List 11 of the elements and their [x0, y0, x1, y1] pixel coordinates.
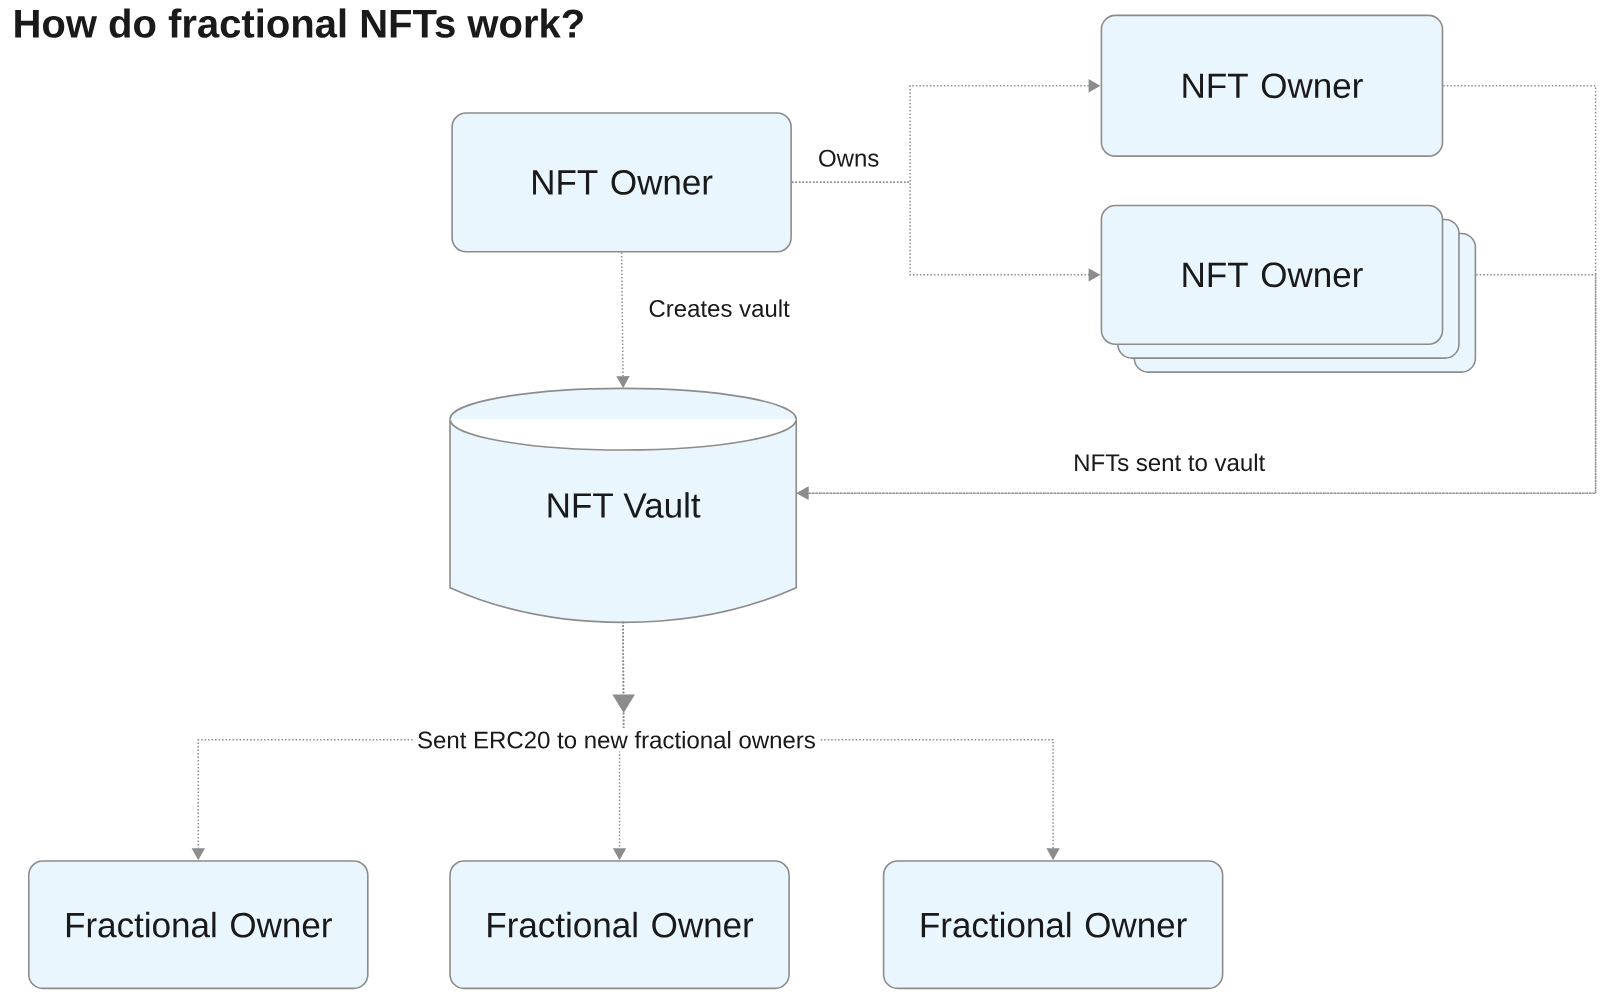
process-box: Fractional Owner	[882, 860, 1224, 990]
process-box: NFT Owner	[451, 112, 792, 253]
title: How do fractional NFTs work?	[15, 8, 583, 38]
edge-label: Sent ERC20 to new fractional owners	[414, 727, 819, 752]
edge-label: Owns	[819, 149, 879, 167]
process-box: NFT Owner	[1100, 14, 1444, 157]
stacked-boxes: NFT Owner	[1100, 204, 1477, 373]
process-box: Fractional Owner	[449, 860, 790, 990]
edge-label: Creates vault	[649, 299, 790, 318]
edge-label: NFTs sent to vault	[1075, 453, 1266, 472]
process-box: Fractional Owner	[27, 860, 369, 990]
